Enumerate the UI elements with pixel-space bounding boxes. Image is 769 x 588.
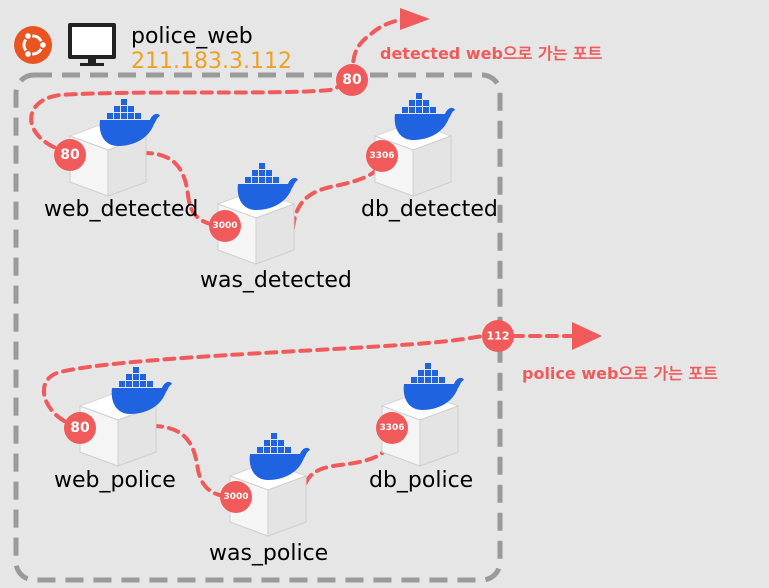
docker-icon [111, 367, 172, 414]
police-arrow-icon [572, 322, 602, 350]
svg-text:80: 80 [60, 147, 80, 163]
police-ingress-path [41, 334, 485, 429]
svg-text:80: 80 [342, 72, 362, 88]
db-police-label: db_police [369, 468, 473, 493]
host-name: police_web [131, 24, 253, 49]
svg-text:3306: 3306 [379, 423, 404, 433]
detected-web-port-badge: 80 [54, 139, 86, 171]
police-db-port-badge: 3306 [376, 412, 408, 444]
svg-text:112: 112 [487, 330, 510, 343]
detected-external-port-badge: 80 [336, 64, 368, 96]
web-police-container [79, 367, 172, 467]
svg-text:80: 80 [70, 420, 90, 436]
detected-db-port-badge: 3306 [366, 140, 398, 172]
detected-was-port-badge: 3000 [209, 210, 241, 242]
police-external-port-badge: 112 [482, 320, 514, 352]
detected-egress-path [351, 16, 412, 80]
db-detected-label: db_detected [361, 197, 498, 222]
ubuntu-icon [14, 26, 52, 64]
svg-text:3000: 3000 [223, 492, 248, 502]
monitor-icon [68, 23, 116, 66]
detected-arrow-icon [400, 8, 430, 30]
svg-text:3306: 3306 [369, 151, 394, 161]
docker-icon [249, 433, 310, 480]
police-was-port-badge: 3000 [220, 481, 252, 513]
docker-icon [99, 99, 160, 146]
svg-text:3000: 3000 [212, 221, 237, 231]
police-web-port-badge: 80 [64, 412, 96, 444]
web-police-label: web_police [54, 468, 176, 493]
was-detected-label: was_detected [200, 268, 352, 293]
police-port-note: police web으로 가는 포트 [522, 364, 718, 383]
detected-port-note: detected web으로 가는 포트 [380, 44, 603, 63]
docker-icon [403, 363, 464, 410]
docker-icon [394, 93, 455, 140]
was-police-label: was_police [209, 541, 328, 566]
detected-web-was-path [140, 150, 227, 228]
police-web-was-path [150, 424, 238, 499]
host-ip: 211.183.3.112 [131, 49, 292, 74]
web-detected-label: web_detected [44, 197, 198, 222]
